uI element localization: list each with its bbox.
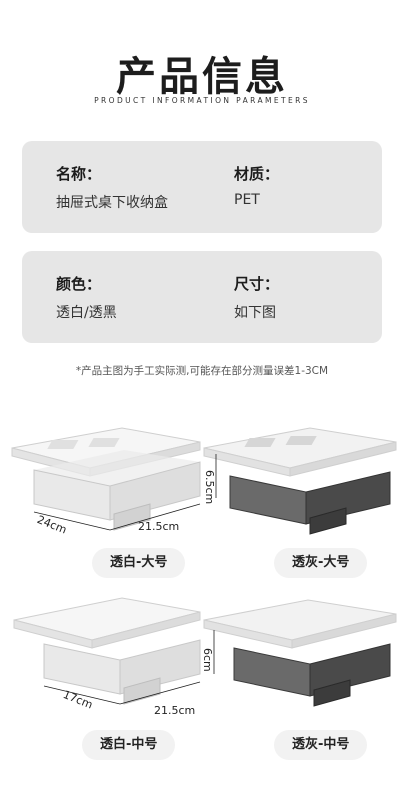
drawer-illustration-icon	[203, 599, 397, 707]
drawer-illustration-icon	[13, 597, 201, 705]
field-name-value: 抽屉式桌下收纳盒	[56, 195, 168, 211]
drawer-illustration-icon	[11, 427, 201, 531]
dim-width: 21.5cm	[154, 704, 196, 717]
product-label: 透灰-中号	[274, 730, 368, 760]
product-gray-medium: 6cm 透灰-中号	[200, 590, 400, 790]
field-color-key: 颜色：	[56, 275, 102, 293]
product-label: 透白-大号	[92, 548, 186, 578]
drawer-illustration-icon	[203, 427, 397, 535]
dim-width: 21.5cm	[138, 520, 180, 533]
dim-height: 6.5cm	[203, 470, 216, 505]
field-material-key: 材质：	[234, 165, 280, 183]
field-color: 颜色： 透白/透黑	[56, 273, 117, 322]
page-title: 产品信息	[116, 54, 288, 100]
field-name-key: 名称：	[56, 165, 102, 183]
product-gray-large: 6.5cm 透灰-大号	[200, 420, 400, 620]
measurement-note: *产品主图为手工实际测,可能存在部分测量误差1-3CM	[75, 365, 329, 377]
field-material: 材质： PET	[234, 163, 279, 208]
field-color-value: 透白/透黑	[56, 305, 117, 321]
field-size: 尺寸： 如下图	[234, 273, 279, 322]
page-subtitle: PRODUCT INFORMATION PARAMETERS	[94, 96, 310, 105]
product-label: 透灰-大号	[274, 548, 368, 578]
field-material-value: PET	[234, 192, 260, 208]
product-white-medium: 17cm 21.5cm 透白-中号	[4, 590, 204, 790]
field-size-key: 尺寸：	[234, 275, 280, 293]
product-white-large: 24cm 21.5cm 透白-大号	[4, 420, 204, 620]
info-card-name-material: 名称： 抽屉式桌下收纳盒 材质： PET	[22, 141, 382, 233]
info-card-color-size: 颜色： 透白/透黑 尺寸： 如下图	[22, 251, 382, 343]
field-name: 名称： 抽屉式桌下收纳盒	[56, 163, 168, 212]
dim-height: 6cm	[201, 648, 214, 672]
field-size-value: 如下图	[234, 305, 276, 321]
product-label: 透白-中号	[82, 730, 176, 760]
